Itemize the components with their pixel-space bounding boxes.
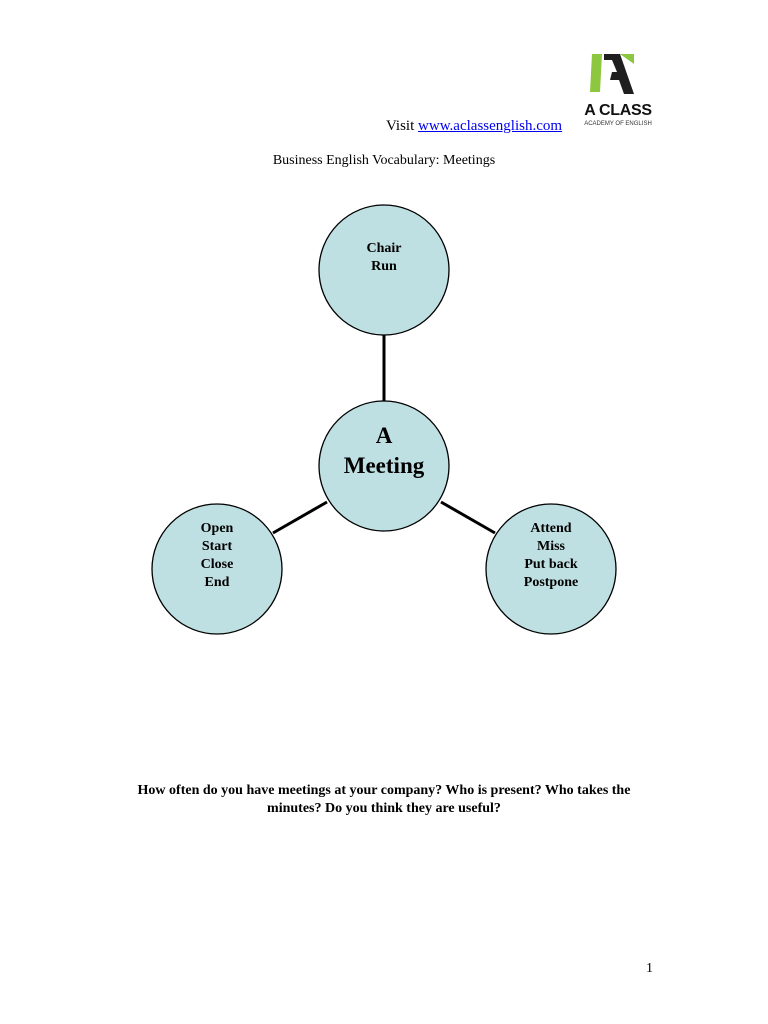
node-right-circle: [485, 503, 617, 635]
node-left-line: Close: [200, 557, 234, 572]
node-center-circle: [318, 400, 450, 532]
document-title: Business English Vocabulary: Meetings: [272, 153, 496, 168]
node-right-line: Miss: [537, 539, 565, 554]
node-right-line: Postpone: [523, 575, 579, 590]
node-top-circle: [318, 204, 450, 336]
node-left-label: Open Start Close End: [157, 520, 277, 592]
node-top-label: Chair Run: [324, 240, 444, 276]
node-left-circle: [151, 503, 283, 635]
website-link[interactable]: www.aclassenglish.com: [418, 118, 563, 134]
node-center-line: Meeting: [343, 453, 425, 478]
node-right-line: Attend: [530, 521, 572, 536]
connector-left: [272, 500, 328, 535]
discussion-question: How often do you have meetings at your c…: [137, 783, 631, 816]
node-top-line: Chair: [366, 241, 402, 256]
a-class-logo-mark-icon: [590, 54, 634, 94]
visit-line: Visit www.aclassenglish.com: [386, 118, 562, 135]
node-left-line: End: [204, 575, 230, 590]
node-center-line: A: [375, 423, 393, 448]
a-class-logo: A CLASS ACADEMY OF ENGLISH: [572, 44, 656, 134]
node-left-line: Open: [200, 521, 234, 536]
node-left-line: Start: [201, 539, 233, 554]
node-right-line: Put back: [524, 557, 578, 572]
node-top-line: Run: [371, 259, 397, 274]
logo-tagline: ACADEMY OF ENGLISH: [584, 121, 652, 127]
logo-name: A CLASS: [584, 102, 652, 119]
visit-label: Visit: [386, 118, 415, 134]
node-right-label: Attend Miss Put back Postpone: [491, 520, 611, 592]
node-center-label: A Meeting: [324, 421, 444, 481]
page-number: 1: [646, 961, 653, 976]
connector-right: [440, 500, 496, 535]
